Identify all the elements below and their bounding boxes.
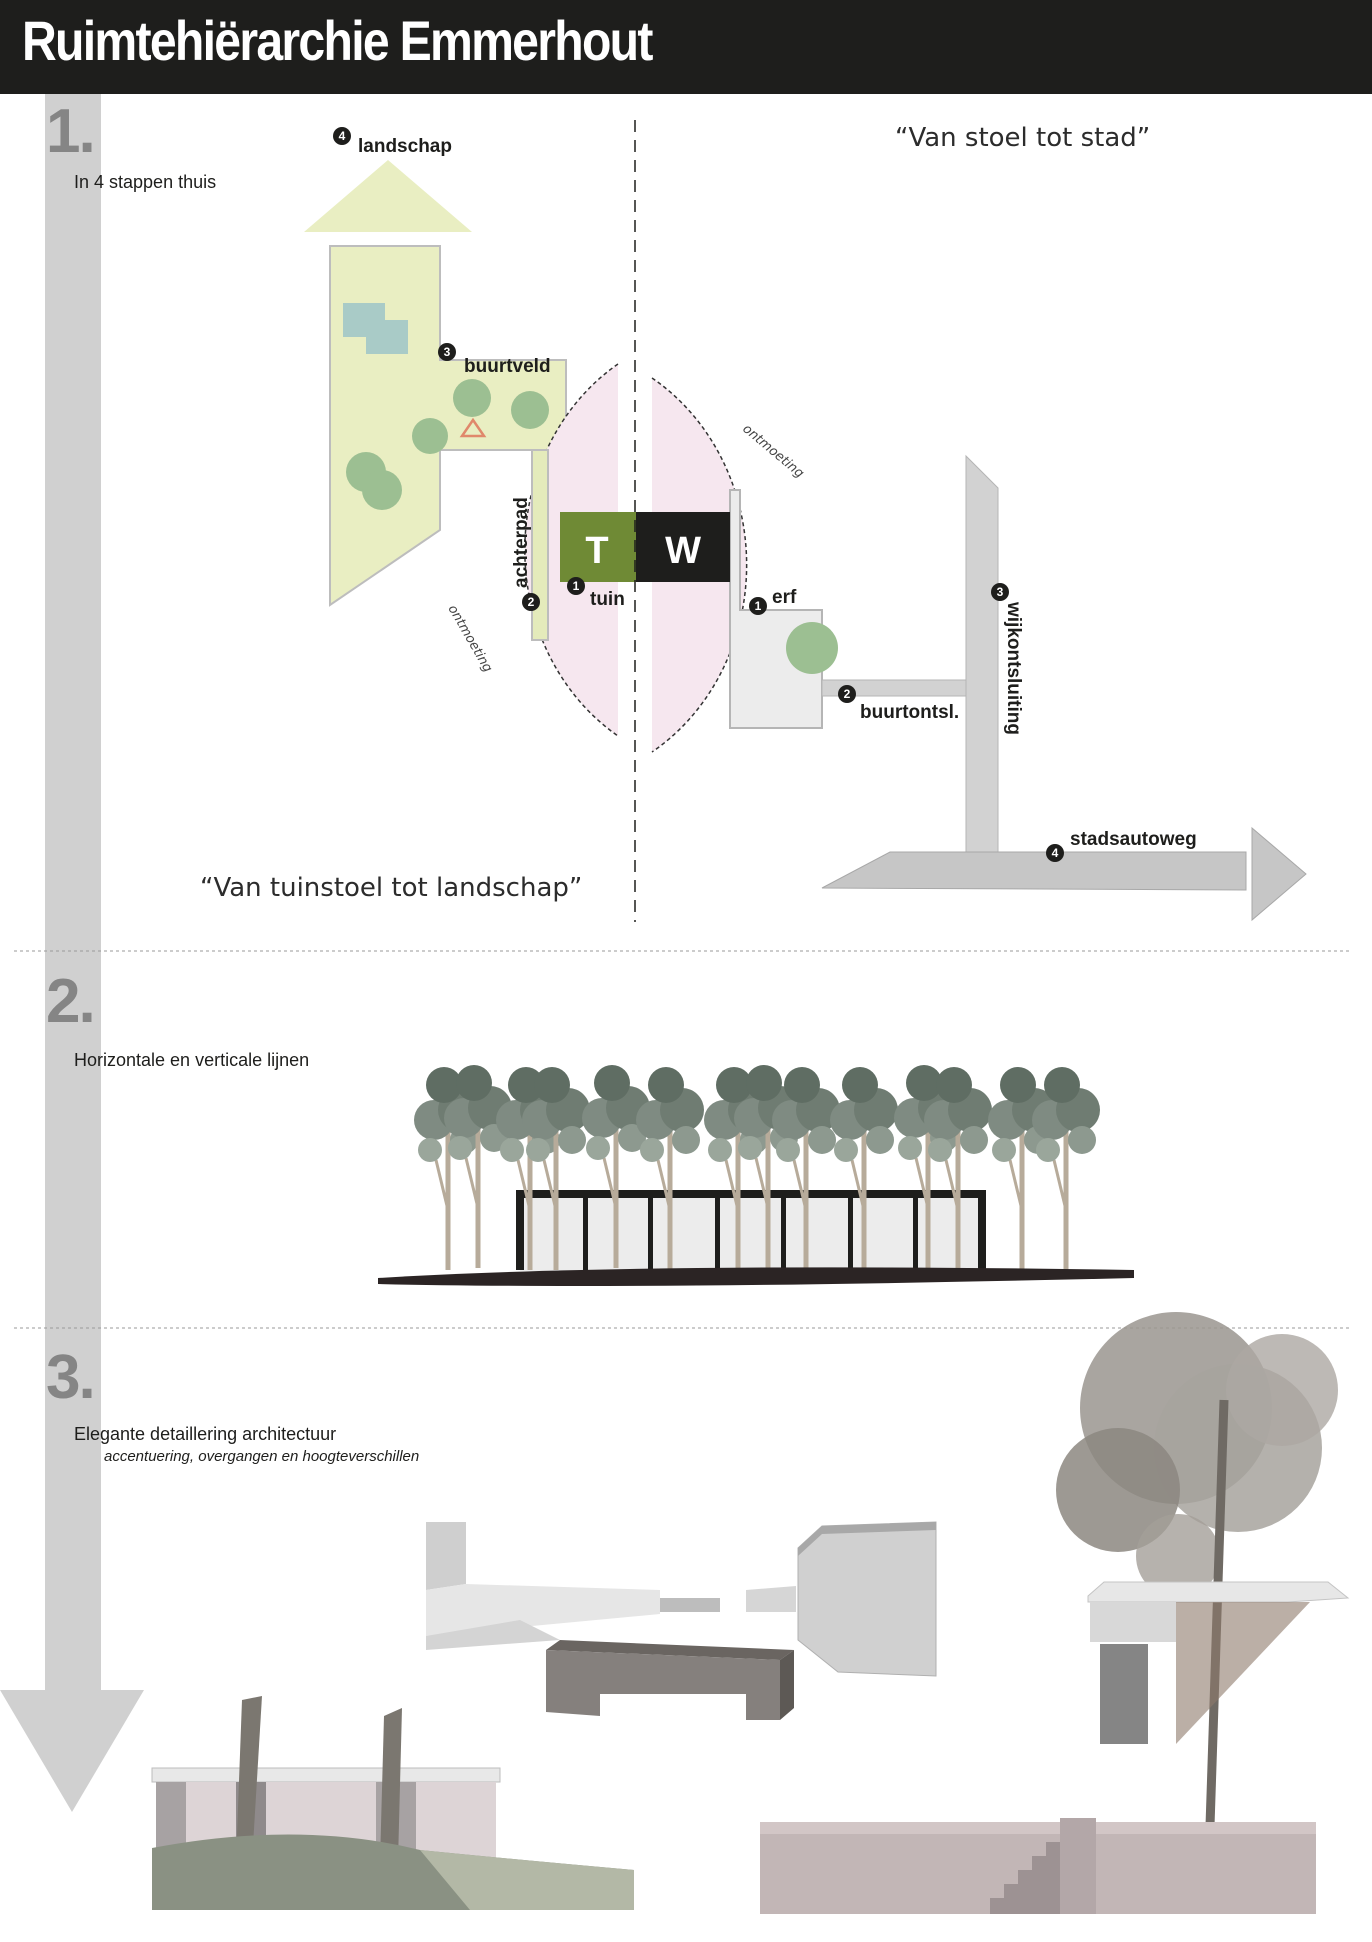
label-erf: erf [772,587,797,608]
svg-text:1: 1 [573,579,580,593]
landscape-zone [304,160,567,607]
svg-text:3: 3 [444,345,451,359]
diagram-trees [346,379,838,674]
svg-text:4: 4 [1052,846,1059,860]
page-title: Ruimtehiërarchie Emmerhout [22,9,653,72]
step-2-number: 2. [46,967,96,1036]
quote-right: “Van stoel tot stad” [895,123,1150,153]
house-blocks: T W [560,512,730,582]
label-buurtontsluiting: buurtontsl. [860,702,959,723]
encounter-label-right: ontmoeting [739,422,806,482]
tall-tree-sketch [1056,1312,1338,1827]
svg-text:4: 4 [339,129,346,143]
label-buurtveld: buurtveld [464,356,551,377]
label-wijkontsluiting: wijkontsluiting [1003,601,1024,735]
section2-elevation [378,1065,1134,1286]
markers-right: 1 2 3 4 [749,583,1064,862]
label-achterpad: achterpad [511,497,532,588]
road-network [821,454,1307,922]
step-2-title: Horizontale en verticale lijnen [74,1050,310,1070]
label-tuin: tuin [590,589,625,610]
header-bar: Ruimtehiërarchie Emmerhout [0,0,1372,94]
step-1-number: 1. [46,97,96,166]
svg-text:2: 2 [528,595,535,609]
hierarchy-arrow [0,94,144,1812]
quote-left: “Van tuinstoel tot landschap” [200,873,582,903]
label-landschap: landschap [358,136,452,157]
label-stadsautoweg: stadsautoweg [1070,829,1197,850]
section3-sketches [151,1312,1350,1914]
step-1-title: In 4 stappen thuis [74,172,217,192]
encounter-label-left: ontmoeting [445,603,496,676]
svg-text:3: 3 [997,585,1004,599]
tuin-letter: T [585,530,608,572]
step-3-title: Elegante detaillering architectuur [74,1424,337,1444]
markers-left: 1 2 3 4 [333,127,585,611]
tuin-block [560,512,636,582]
step-3-subtitle: accentuering, overgangen en hoogteversch… [104,1448,420,1465]
svg-text:2: 2 [844,687,851,701]
achterpad-path [531,449,549,641]
wonen-block [636,512,730,582]
svg-text:1: 1 [755,599,762,613]
wonen-letter: W [665,530,701,572]
step-3-number: 3. [46,1343,96,1412]
